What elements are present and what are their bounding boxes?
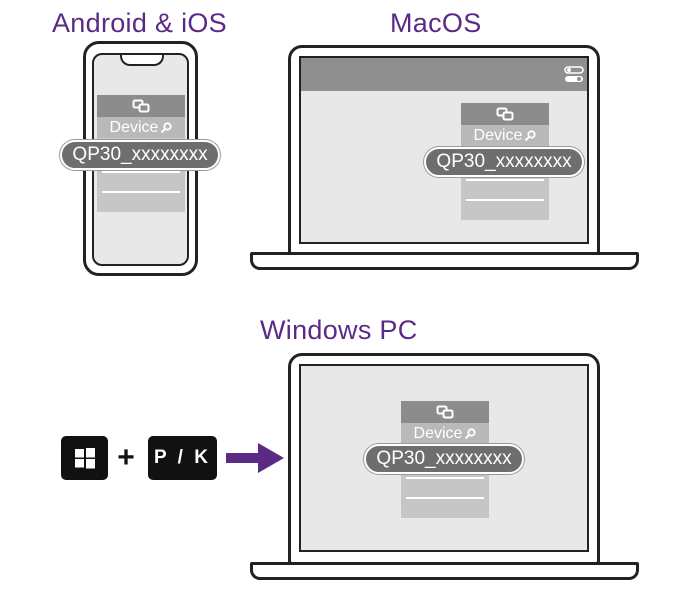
screen-share-icon — [132, 99, 150, 113]
list-item-placeholder — [102, 171, 180, 173]
mac-laptop-base — [250, 252, 639, 270]
list-item-placeholder — [466, 179, 544, 181]
device-search-field[interactable]: Device — [401, 423, 489, 444]
device-list-item-selected[interactable]: QP30_xxxxxxxx — [424, 147, 584, 177]
list-item-placeholder — [406, 477, 484, 479]
windows-key — [61, 436, 108, 480]
p-k-key: P / K — [148, 436, 217, 480]
device-list-item-selected[interactable]: QP30_xxxxxxxx — [60, 140, 220, 170]
panel-header — [97, 95, 185, 117]
panel-header — [461, 103, 549, 125]
device-search-label: Device — [413, 424, 463, 442]
phone-notch — [120, 55, 164, 66]
p-k-key-label: P / K — [154, 447, 211, 468]
list-item-placeholder — [406, 497, 484, 499]
device-name-label: QP30_xxxxxxxx — [436, 151, 572, 172]
right-arrow-icon — [226, 443, 284, 473]
list-item-placeholder — [466, 199, 544, 201]
device-name-label: QP30_xxxxxxxx — [72, 144, 208, 165]
panel-header — [401, 401, 489, 423]
macos-title: MacOS — [390, 8, 482, 38]
screen-share-icon — [436, 405, 454, 419]
list-item-placeholder — [102, 191, 180, 193]
device-search-label: Device — [473, 126, 523, 144]
magnifier-icon — [465, 427, 477, 439]
device-search-field[interactable]: Device — [97, 117, 185, 138]
device-name-label: QP30_xxxxxxxx — [376, 448, 512, 469]
magnifier-icon — [525, 129, 537, 141]
device-list-item-selected[interactable]: QP30_xxxxxxxx — [364, 444, 524, 474]
device-search-label: Device — [109, 118, 159, 136]
mac-menu-bar — [301, 58, 587, 91]
device-search-field[interactable]: Device — [461, 125, 549, 146]
windows-pc-title: Windows PC — [260, 315, 418, 345]
toggle-switch-icon[interactable] — [564, 66, 584, 84]
android-ios-title: Android & iOS — [52, 8, 227, 38]
windows-laptop-base — [250, 562, 639, 580]
plus-sign: + — [117, 441, 135, 474]
magnifier-icon — [161, 121, 173, 133]
screen-share-icon — [496, 107, 514, 121]
windows-logo-icon — [74, 448, 95, 469]
